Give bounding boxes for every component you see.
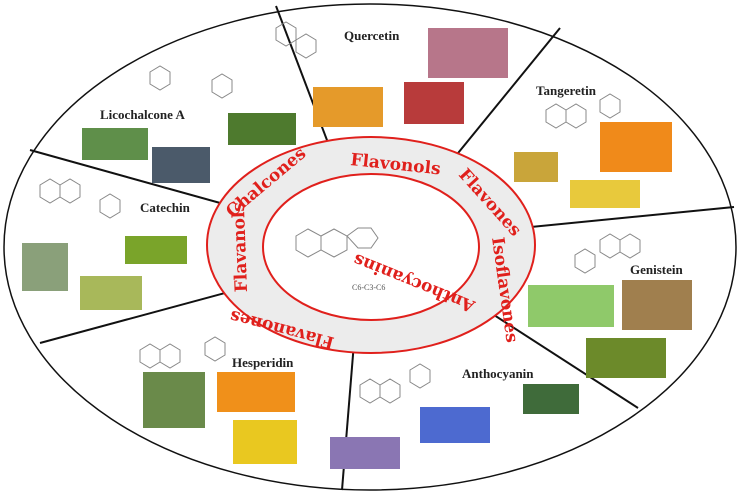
photo-lemons bbox=[570, 180, 640, 208]
compound-licochalcone-a: Licochalcone A bbox=[100, 107, 185, 122]
compound-anthocyanin: Anthocyanin bbox=[462, 366, 534, 381]
photo-tangerines bbox=[600, 122, 672, 172]
photo-green-tea-jar bbox=[22, 243, 68, 291]
center-circle bbox=[262, 173, 480, 321]
molecule-structures bbox=[39, 21, 641, 404]
photo-licorice-flower bbox=[152, 147, 210, 183]
compound-tangeretin: Tangeretin bbox=[536, 83, 597, 98]
photo-licorice-plant bbox=[82, 128, 148, 160]
photo-apples bbox=[404, 82, 464, 124]
photo-grapefruit bbox=[514, 152, 558, 182]
photo-licorice-leaves bbox=[228, 113, 296, 145]
photo-oranges bbox=[217, 372, 295, 412]
photo-tea-cup bbox=[80, 276, 142, 310]
photo-purple-flower bbox=[330, 437, 400, 469]
flavan-core-structure bbox=[295, 227, 379, 258]
photo-sea-buckthorn bbox=[313, 87, 383, 127]
compound-hesperidin: Hesperidin bbox=[232, 355, 294, 370]
photo-onions bbox=[428, 28, 508, 78]
core-formula: C6-C3-C6 bbox=[352, 283, 385, 292]
label-flavanols: Flavanols bbox=[229, 202, 252, 293]
photo-lemons-2 bbox=[233, 420, 297, 464]
compound-catechin: Catechin bbox=[140, 200, 191, 215]
photo-yellow-flowers bbox=[586, 338, 666, 378]
photo-tea-leaves bbox=[125, 236, 187, 264]
food-photos bbox=[22, 28, 692, 469]
photo-citrus-branch bbox=[143, 372, 205, 428]
compound-genistein: Genistein bbox=[630, 262, 683, 277]
compound-quercetin: Quercetin bbox=[344, 28, 400, 43]
photo-white-flower bbox=[523, 384, 579, 414]
photo-blue-flower bbox=[420, 407, 490, 443]
photo-dried-roots bbox=[622, 280, 692, 330]
photo-green-beans bbox=[528, 285, 614, 327]
